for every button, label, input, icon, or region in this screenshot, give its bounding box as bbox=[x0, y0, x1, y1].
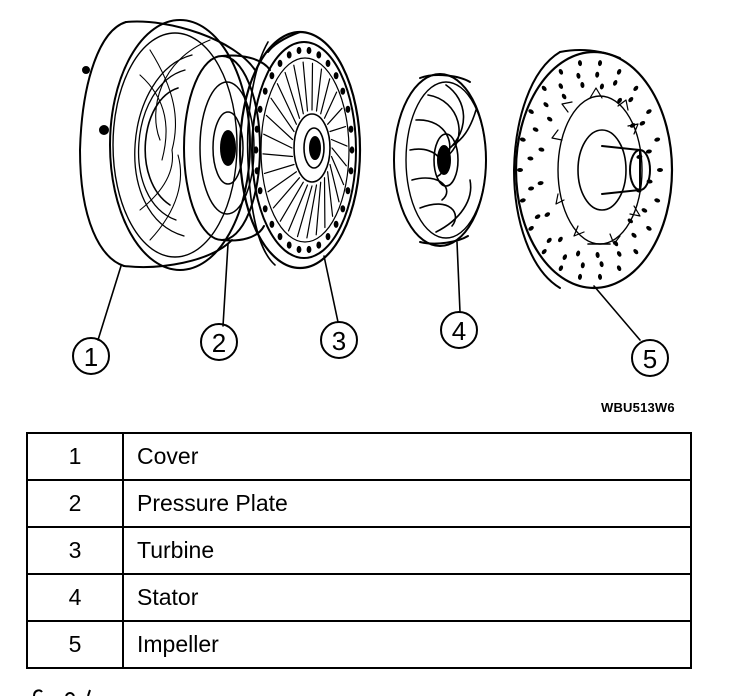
legend-part-name: Pressure Plate bbox=[122, 479, 692, 528]
callout-label-5: 5 bbox=[643, 344, 657, 374]
callout-circle-4 bbox=[440, 311, 478, 349]
turbine-part bbox=[238, 30, 362, 270]
callout-circle-5 bbox=[631, 339, 669, 377]
callout-label-3: 3 bbox=[332, 326, 346, 356]
impeller-part bbox=[513, 49, 674, 290]
callout-label-2: 2 bbox=[212, 328, 226, 358]
figure-code: WBU513W6 bbox=[601, 400, 675, 415]
legend-part-name: Cover bbox=[122, 432, 692, 481]
legend-part-name: Turbine bbox=[122, 526, 692, 575]
cut-off-text-fragment bbox=[33, 689, 91, 696]
callout-circle-1 bbox=[72, 337, 110, 375]
callout-label-4: 4 bbox=[452, 316, 466, 346]
cover-part bbox=[79, 19, 256, 271]
pressure-plate-part bbox=[183, 54, 271, 242]
legend-number: 5 bbox=[26, 620, 124, 669]
callout-label-1: 1 bbox=[84, 342, 98, 372]
callout-circle-2 bbox=[200, 323, 238, 361]
legend-number: 2 bbox=[26, 479, 124, 528]
legend-part-name: Impeller bbox=[122, 620, 692, 669]
callout-circle-3 bbox=[320, 321, 358, 359]
legend-number: 1 bbox=[26, 432, 124, 481]
exploded-view-diagram: 1 2 3 4 5 bbox=[72, 19, 674, 377]
legend-part-name: Stator bbox=[122, 573, 692, 622]
legend-number: 4 bbox=[26, 573, 124, 622]
callout-leaders bbox=[97, 241, 641, 341]
legend-number: 3 bbox=[26, 526, 124, 575]
stator-part bbox=[393, 73, 487, 247]
